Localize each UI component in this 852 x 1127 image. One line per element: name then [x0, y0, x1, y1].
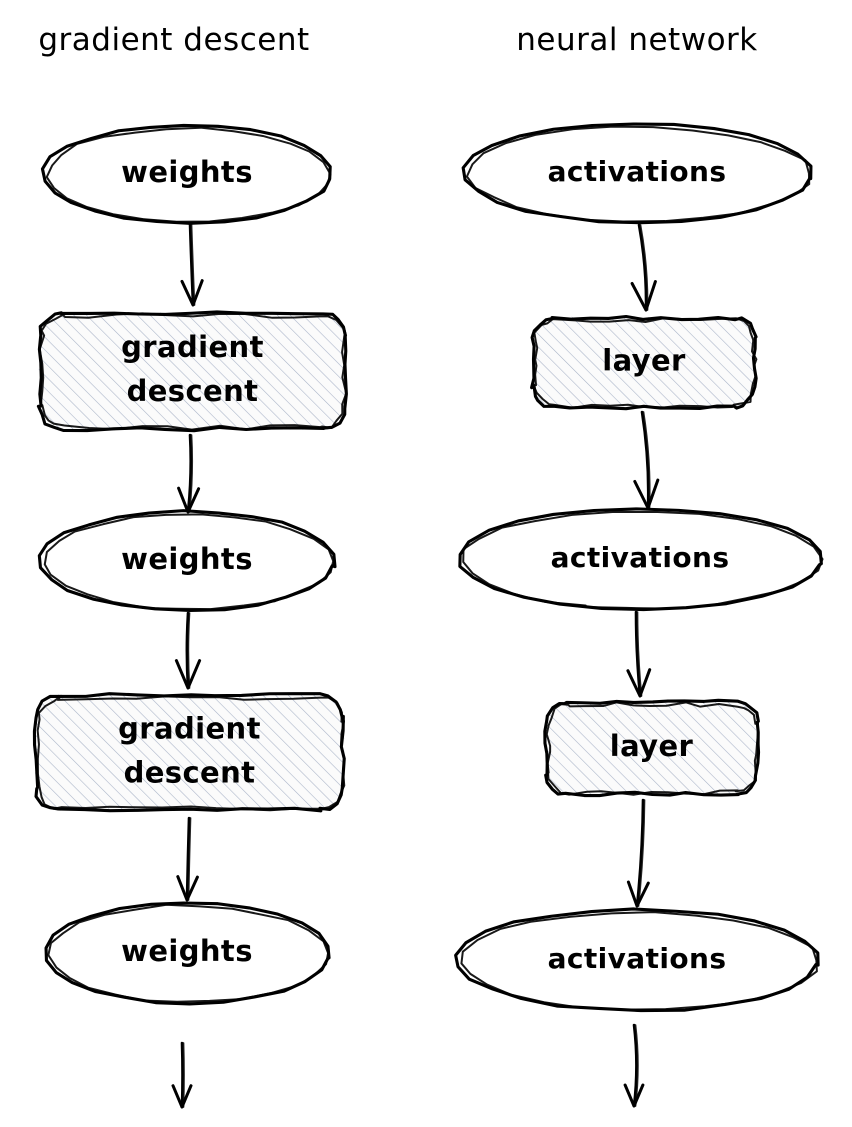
node-label: descent [124, 756, 256, 790]
node-nn-activations-1[interactable]: activations [461, 122, 813, 225]
arrow-nn-arrow-5 [623, 1023, 645, 1108]
arrow-shaft [185, 816, 191, 902]
arrow-head [626, 880, 650, 908]
arrow-shaft-second-pass [187, 612, 191, 689]
arrow-shaft-second-pass [637, 799, 646, 907]
box-hatch-fill [38, 311, 347, 431]
arrow-head [171, 1084, 193, 1109]
node-label: layer [610, 729, 694, 763]
arrow-gd-arrow-3 [174, 611, 202, 690]
arrow-shaft [188, 222, 195, 307]
box-outline-second-pass [545, 701, 759, 796]
ellipse-outline [461, 122, 813, 225]
node-label: gradient [121, 330, 264, 364]
ellipse-outline-second-pass [465, 125, 811, 223]
ellipse-outline [40, 123, 332, 225]
arrow-shaft [634, 610, 642, 698]
arrow-gd-arrow-1 [180, 222, 204, 307]
arrow-shaft-second-pass [187, 817, 192, 901]
arrow-shaft [632, 1023, 638, 1108]
arrow-gd-arrow-5 [171, 1041, 193, 1109]
node-label: activations [548, 155, 727, 188]
arrow-shaft [185, 611, 190, 690]
node-nn-box-2[interactable]: layer [543, 698, 761, 798]
arrow-head [174, 659, 202, 690]
arrow-head [176, 875, 199, 902]
ellipse-outline-second-pass [460, 911, 818, 1011]
box-outline [36, 310, 348, 433]
node-label: activations [551, 541, 730, 574]
node-label: activations [548, 942, 727, 975]
arrow-gd-arrow-4 [176, 816, 199, 902]
node-label: weights [121, 542, 253, 576]
arrow-nn-arrow-2 [633, 410, 660, 510]
arrow-shaft [640, 410, 650, 510]
node-label: gradient [118, 712, 261, 746]
arrow-shaft [186, 433, 193, 514]
arrow-shaft-second-pass [642, 411, 651, 509]
node-gd-box-2[interactable]: gradient descent [32, 692, 346, 813]
box-outline-second-pass [36, 694, 346, 812]
arrow-head [623, 1083, 645, 1108]
arrow-shaft-second-pass [636, 611, 643, 697]
node-label: weights [121, 934, 253, 968]
ellipse-outline-second-pass [462, 510, 824, 610]
arrow-shaft [637, 223, 648, 312]
node-nn-box-1[interactable]: layer [530, 314, 758, 411]
box-hatch-fill [531, 316, 755, 409]
box-hatch-fill [544, 700, 758, 796]
ellipse-outline [454, 907, 820, 1013]
box-outline-second-pass [38, 312, 348, 431]
arrow-head [633, 478, 660, 510]
node-nn-activations-3[interactable]: activations [454, 907, 820, 1013]
arrow-shaft [180, 1041, 184, 1109]
arrow-nn-arrow-3 [626, 610, 652, 698]
node-label: layer [602, 344, 686, 378]
arrow-nn-arrow-1 [630, 223, 657, 312]
node-label: descent [127, 374, 259, 408]
ellipse-outline-second-pass [45, 126, 332, 223]
node-label: weights [121, 155, 253, 189]
arrow-shaft [635, 798, 645, 908]
arrow-head [177, 486, 201, 514]
node-nn-activations-2[interactable]: activations [458, 507, 824, 612]
svg-shape-layer: weights gradient descent weights gradient des… [32, 122, 824, 1109]
node-gd-weights-1[interactable]: weights [40, 123, 332, 225]
box-outline [543, 698, 761, 798]
arrow-shaft-second-pass [190, 223, 196, 306]
arrow-gd-arrow-2 [177, 433, 201, 514]
arrow-shaft-second-pass [182, 1042, 185, 1108]
ellipse-outline-second-pass [43, 513, 335, 611]
node-gd-weights-3[interactable]: weights [44, 901, 331, 1006]
box-outline [32, 692, 346, 813]
ellipse-outline [37, 509, 337, 612]
arrow-head [626, 668, 652, 698]
node-gd-box-1[interactable]: gradient descent [36, 310, 348, 433]
box-hatch-fill [34, 693, 345, 812]
arrow-head [630, 280, 657, 312]
node-gd-weights-2[interactable]: weights [37, 509, 337, 612]
box-outline-second-pass [532, 317, 758, 409]
ellipse-outline-second-pass [47, 903, 330, 1003]
arrow-nn-arrow-4 [626, 798, 650, 908]
arrow-head [180, 279, 204, 307]
